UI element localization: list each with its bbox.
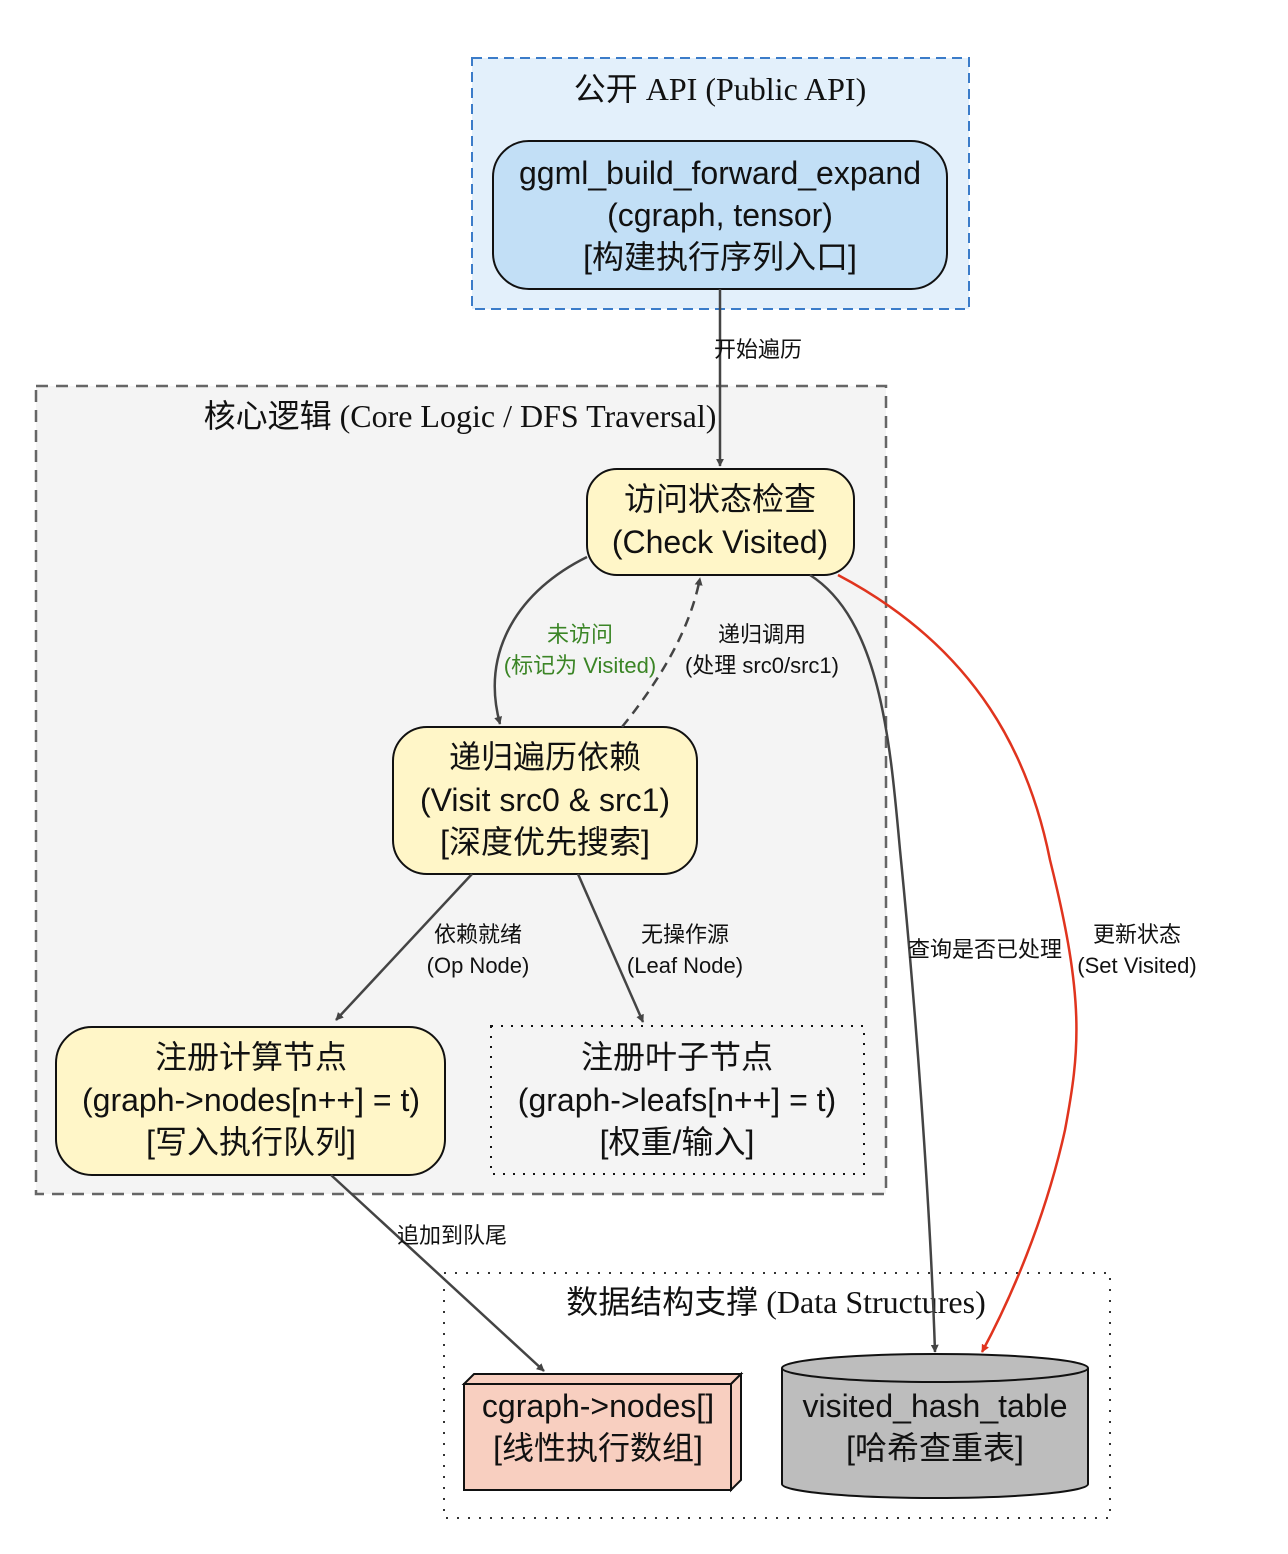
edge-deps-ready-label-1: 依赖就绪 bbox=[434, 922, 522, 947]
node-register-leaf-line-2: (graph->leafs[n++] = t) bbox=[518, 1082, 836, 1118]
node-nodes-array[interactable]: cgraph->nodes[] [线性执行数组] bbox=[461, 1371, 744, 1493]
edge-deps-ready-label-2: (Op Node) bbox=[427, 953, 530, 978]
edge-no-op-source-label-1: 无操作源 bbox=[641, 922, 729, 947]
node-nodes-array-line-2: [线性执行数组] bbox=[493, 1430, 703, 1466]
edge-update-state: 更新状态 (Set Visited) bbox=[837, 573, 1197, 1353]
node-check-visited-line-1: 访问状态检查 bbox=[624, 481, 816, 517]
cluster-data-structures-title: 数据结构支撑 (Data Structures) bbox=[566, 1284, 985, 1320]
edge-update-state-label-1: 更新状态 bbox=[1093, 922, 1181, 947]
node-register-node-line-2: (graph->nodes[n++] = t) bbox=[82, 1082, 420, 1118]
cluster-core-logic-title: 核心逻辑 (Core Logic / DFS Traversal) bbox=[204, 398, 717, 434]
edge-recursive-call: 递归调用 (处理 src0/src1) bbox=[621, 577, 839, 728]
node-entry-line-3: [构建执行序列入口] bbox=[583, 239, 857, 275]
edge-not-visited-label-1: 未访问 bbox=[547, 622, 613, 647]
node-hash-table[interactable]: visited_hash_table [哈希查重表] bbox=[781, 1353, 1089, 1499]
node-hash-table-line-2: [哈希查重表] bbox=[846, 1430, 1024, 1466]
node-entry-line-2: (cgraph, tensor) bbox=[607, 197, 833, 233]
edge-no-op-source-label-2: (Leaf Node) bbox=[627, 953, 743, 978]
edge-append-tail-label: 追加到队尾 bbox=[397, 1223, 507, 1248]
edge-query-processed-label: 查询是否已处理 bbox=[908, 937, 1062, 962]
edge-update-state-label-2: (Set Visited) bbox=[1077, 953, 1196, 978]
edge-append-tail: 追加到队尾 bbox=[330, 1174, 545, 1372]
edge-start-traverse-label: 开始遍历 bbox=[714, 337, 802, 362]
node-register-node-line-1: 注册计算节点 bbox=[155, 1039, 347, 1075]
edge-start-traverse: 开始遍历 bbox=[714, 289, 802, 467]
node-visit-deps-line-3: [深度优先搜索] bbox=[440, 824, 650, 860]
node-check-visited-line-2: (Check Visited) bbox=[612, 524, 828, 560]
node-register-leaf-line-1: 注册叶子节点 bbox=[581, 1039, 773, 1075]
node-entry-line-1: ggml_build_forward_expand bbox=[519, 155, 921, 191]
edge-not-visited-label-2: (标记为 Visited) bbox=[504, 653, 656, 678]
edge-recursive-call-label-1: 递归调用 bbox=[718, 622, 806, 647]
edge-query-processed: 查询是否已处理 bbox=[809, 573, 1062, 1353]
node-register-node-line-3: [写入执行队列] bbox=[146, 1124, 356, 1160]
node-visit-deps[interactable]: 递归遍历依赖 (Visit src0 & src1) [深度优先搜索] bbox=[392, 726, 698, 875]
cluster-public-api-title: 公开 API (Public API) bbox=[574, 71, 866, 107]
node-register-node[interactable]: 注册计算节点 (graph->nodes[n++] = t) [写入执行队列] bbox=[55, 1026, 446, 1176]
node-nodes-array-line-1: cgraph->nodes[] bbox=[482, 1388, 714, 1424]
node-hash-table-line-1: visited_hash_table bbox=[802, 1388, 1067, 1424]
edge-recursive-call-label-2: (处理 src0/src1) bbox=[685, 653, 839, 678]
node-entry[interactable]: ggml_build_forward_expand (cgraph, tenso… bbox=[492, 140, 948, 290]
edge-deps-ready: 依赖就绪 (Op Node) bbox=[335, 873, 530, 1021]
edge-no-op-source: 无操作源 (Leaf Node) bbox=[576, 873, 743, 1023]
node-register-leaf-line-3: [权重/输入] bbox=[600, 1124, 755, 1160]
node-visit-deps-line-1: 递归遍历依赖 bbox=[449, 739, 641, 775]
node-register-leaf[interactable]: 注册叶子节点 (graph->leafs[n++] = t) [权重/输入] bbox=[490, 1025, 865, 1175]
node-check-visited[interactable]: 访问状态检查 (Check Visited) bbox=[586, 468, 855, 576]
edge-not-visited: 未访问 (标记为 Visited) bbox=[493, 555, 656, 725]
node-visit-deps-line-2: (Visit src0 & src1) bbox=[420, 782, 670, 818]
